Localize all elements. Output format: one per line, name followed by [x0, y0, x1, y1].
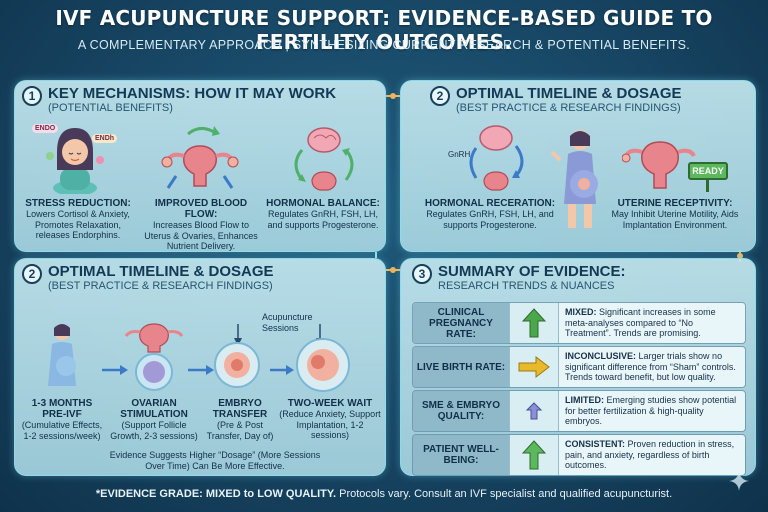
- timeline-step-embryo-transfer: EMBRYO TRANSFER (Pre & Post Transfer, Da…: [202, 398, 278, 441]
- evidence-label: LIVE BIRTH RATE:: [413, 347, 509, 387]
- relaxed-woman-icon: [46, 128, 104, 194]
- acupuncture-sessions-callout: Acupuncture Sessions: [262, 312, 313, 333]
- evidence-row-embryo-quality: SME & EMBRYO QUALITY: LIMITED: Emerging …: [412, 390, 746, 432]
- sparkle-icon: [729, 471, 749, 491]
- small-up-arrow-icon: [509, 391, 559, 431]
- item-title: HORMONAL RECERATION:: [424, 198, 556, 209]
- evidence-text: MIXED: Significant increases in some met…: [559, 303, 745, 343]
- ready-sign-post: [706, 180, 709, 192]
- page-subtitle: A COMPLEMENTARY APPROACH | SYNTHESIZING …: [77, 38, 691, 52]
- evidence-title: SUMMARY OF EVIDENCE:: [438, 263, 626, 280]
- step-desc: (Support Follicle Growth, 2-3 sessions): [110, 420, 198, 441]
- evidence-header: 3 SUMMARY OF EVIDENCE: RESEARCH TRENDS &…: [412, 264, 626, 293]
- evidence-text: CONSISTENT: Proven reduction in stress, …: [559, 435, 745, 475]
- evidence-row-clinical-pregnancy: CLINICAL PREGNANCY RATE: MIXED: Signific…: [412, 302, 746, 344]
- step-title: EMBRYO TRANSFER: [212, 398, 268, 420]
- evidence-table: CLINICAL PREGNANCY RATE: MIXED: Signific…: [412, 302, 746, 478]
- step-desc: (Reduce Anxiety, Support Implantation, 1…: [279, 409, 381, 440]
- item-desc: May Inhibit Uterine Motility, Aids Impla…: [611, 209, 739, 230]
- footer-grade: *EVIDENCE GRADE: MIXED to LOW QUALITY.: [95, 488, 337, 500]
- stress-reduction-item: STRESS REDUCTION: Lowers Cortisol & Anxi…: [18, 198, 138, 241]
- footer-text: Protocols vary. Consult an IVF specialis…: [336, 488, 673, 500]
- pre-ivf-woman-icon: [48, 324, 76, 386]
- step-title: TWO-WEEK WAIT: [287, 398, 373, 409]
- evidence-row-live-birth: LIVE BIRTH RATE: INCONCLUSIVE: Larger tr…: [412, 346, 746, 388]
- page-title: IVF ACUPUNCTURE SUPPORT: EVIDENCE-BASED …: [55, 6, 713, 54]
- timeline-subtitle: (BEST PRACTICE & RESEARCH FINDINGS): [48, 280, 273, 292]
- endorphin-bubble-left: ENDO: [32, 124, 59, 133]
- right-arrow-icon: [509, 347, 559, 387]
- embryo-transfer-icon: [214, 342, 260, 388]
- endorphin-bubble-right: ENDh: [92, 134, 118, 143]
- dosage-note: Evidence Suggests Higher “Dosage” (More …: [109, 450, 321, 471]
- brain-hormone-cycle-icon: [294, 127, 354, 191]
- up-arrow-icon: [509, 435, 559, 475]
- item-title: IMPROVED BLOOD FLOW:: [154, 198, 248, 220]
- section-number: 2: [430, 86, 450, 106]
- uterus-blood-flow-icon: [161, 126, 239, 189]
- evidence-label: PATIENT WELL-BEING:: [413, 435, 509, 475]
- item-title: UTERINE RECEPTIVITY:: [617, 198, 733, 209]
- item-title: HORMONAL BALANCE:: [266, 198, 380, 209]
- timeline-top-header: 2 OPTIMAL TIMELINE & DOSAGE (BEST PRACTI…: [430, 86, 682, 115]
- item-desc: Increases Blood Flow to Uterus & Ovaries…: [144, 220, 258, 251]
- item-desc: Lowers Cortisol & Anxiety, Promotes Rela…: [26, 209, 130, 240]
- evidence-label: CLINICAL PREGNANCY RATE:: [413, 303, 509, 343]
- evidence-label: SME & EMBRYO QUALITY:: [413, 391, 509, 431]
- hormonal-receration-item: HORMONAL RECERATION: Regulates GnRH, FSH…: [410, 198, 570, 230]
- two-week-wait-icon: [296, 338, 350, 392]
- ovarian-stimulation-icon: [124, 323, 184, 391]
- timeline-step-ovarian-stimulation: OVARIAN STIMULATION (Support Follicle Gr…: [106, 398, 202, 441]
- pregnant-woman-icon: [550, 130, 598, 228]
- item-desc: Regulates GnRH, FSH, LH, and supports Pr…: [267, 209, 379, 230]
- uterine-receptivity-item: UTERINE RECEPTIVITY: May Inhibit Uterine…: [598, 198, 752, 230]
- gnrh-cycle-icon: [469, 125, 524, 191]
- timeline-top-title: OPTIMAL TIMELINE & DOSAGE: [456, 85, 682, 102]
- ready-sign: READY: [688, 162, 728, 180]
- timeline-step-two-week-wait: TWO-WEEK WAIT (Reduce Anxiety, Support I…: [278, 398, 382, 441]
- item-desc: Regulates GnRH, FSH, LH, and supports Pr…: [426, 209, 554, 230]
- timeline-title: OPTIMAL TIMELINE & DOSAGE: [48, 263, 274, 280]
- footer-disclaimer: *EVIDENCE GRADE: MIXED to LOW QUALITY. P…: [0, 488, 768, 500]
- blood-flow-item: IMPROVED BLOOD FLOW: Increases Blood Flo…: [140, 198, 262, 252]
- timeline-header: 2 OPTIMAL TIMELINE & DOSAGE (BEST PRACTI…: [22, 264, 274, 293]
- mechanisms-subtitle: (POTENTIAL BENEFITS): [48, 102, 173, 114]
- item-title: STRESS REDUCTION:: [25, 198, 131, 209]
- step-desc: (Cumulative Effects, 1-2 sessions/week): [21, 420, 103, 441]
- step-title: OVARIAN STIMULATION: [120, 398, 188, 420]
- mechanisms-title: KEY MECHANISMS: HOW IT MAY WORK: [48, 85, 337, 102]
- timeline-top-subtitle: (BEST PRACTICE & RESEARCH FINDINGS): [456, 102, 681, 114]
- timeline-step-pre-ivf: 1-3 MONTHS PRE-IVF (Cumulative Effects, …: [20, 398, 104, 441]
- section-number: 1: [22, 86, 42, 106]
- mechanisms-header: 1 KEY MECHANISMS: HOW IT MAY WORK (POTEN…: [22, 86, 336, 115]
- evidence-text: INCONCLUSIVE: Larger trials show no sign…: [559, 347, 745, 387]
- evidence-subtitle: RESEARCH TRENDS & NUANCES: [438, 280, 615, 292]
- uterus-ready-icon: [622, 141, 696, 189]
- evidence-text: LIMITED: Emerging studies show potential…: [559, 391, 745, 431]
- up-arrow-icon: [509, 303, 559, 343]
- hormonal-balance-item: HORMONAL BALANCE: Regulates GnRH, FSH, L…: [264, 198, 382, 230]
- gnrh-label: GnRH: [448, 150, 471, 159]
- section-number: 3: [412, 264, 432, 284]
- section-number: 2: [22, 264, 42, 284]
- step-desc: (Pre & Post Transfer, Day of): [206, 420, 274, 441]
- evidence-row-patient-wellbeing: PATIENT WELL-BEING: CONSISTENT: Proven r…: [412, 434, 746, 476]
- step-title: 1-3 MONTHS PRE-IVF: [31, 398, 93, 420]
